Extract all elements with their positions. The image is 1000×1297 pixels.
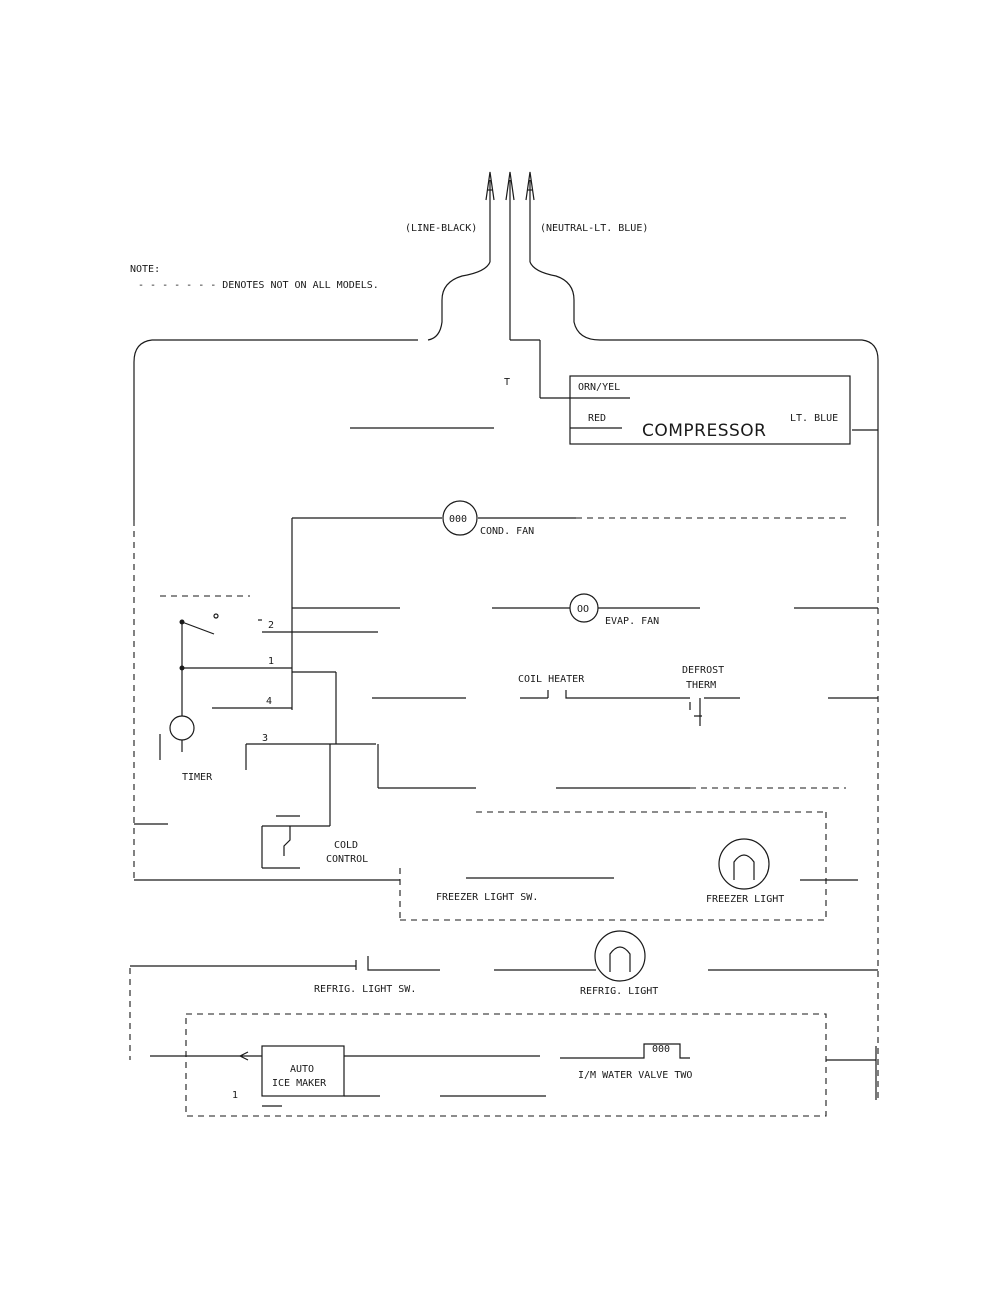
evap-fan-label: EVAP. FAN: [605, 616, 659, 627]
freezer-light-bulb: [718, 838, 770, 890]
ice-maker-box: [261, 1045, 345, 1097]
ice-maker-terminal-1: 1: [232, 1090, 238, 1101]
cold-label: COLD: [334, 840, 358, 851]
line-label: (LINE-BLACK): [405, 223, 477, 234]
evap-fan-symbol: [569, 593, 599, 623]
control-label: CONTROL: [326, 854, 368, 865]
wire-orn-yel-label: ORN/YEL: [578, 382, 620, 393]
cond-fan-label: COND. FAN: [480, 526, 534, 537]
left-bus: [133, 339, 418, 520]
evap-fan-symbol-text: OO: [577, 604, 589, 615]
power-plug: [485, 171, 535, 340]
defrost-therm-symbol: [672, 697, 702, 726]
defrost-timer: [159, 518, 846, 789]
compressor-label: COMPRESSOR: [642, 421, 767, 441]
wire-lt-blue-label: LT. BLUE: [790, 413, 838, 424]
water-valve-symbol: [560, 1043, 690, 1059]
note-title: NOTE:: [130, 264, 160, 275]
timer-terminal-1: 1: [268, 656, 274, 667]
note-text: - - - - - - - DENOTES NOT ON ALL MODELS.: [138, 280, 379, 291]
ice-maker-optional-outline: [185, 1013, 827, 1117]
compressor-box: [350, 339, 851, 445]
water-valve-symbol-text: 000: [652, 1044, 670, 1055]
wire-red-label: RED: [588, 413, 606, 424]
freezer-light-label: FREEZER LIGHT: [706, 894, 784, 905]
water-valve-label: I/M WATER VALVE TWO: [578, 1070, 692, 1081]
ice-maker-label: ICE MAKER: [272, 1078, 327, 1089]
neutral-label: (NEUTRAL-LT. BLUE): [540, 223, 648, 234]
coil-heater-label: COIL HEATER: [518, 674, 585, 685]
cond-fan-symbol-text: 000: [449, 514, 467, 525]
line-wire: [427, 261, 491, 341]
freezer-light-sw-label: FREEZER LIGHT SW.: [436, 892, 538, 903]
timer-terminal-2: 2: [268, 620, 274, 631]
ground-label: T: [504, 377, 510, 388]
refrig-light-sw-label: REFRIG. LIGHT SW.: [314, 984, 416, 995]
defrost-label: DEFROST: [682, 665, 724, 676]
neutral-wire: [529, 261, 879, 430]
refrig-light-label: REFRIG. LIGHT: [580, 986, 658, 997]
timer-label: TIMER: [182, 772, 213, 783]
therm-label: THERM: [686, 680, 716, 691]
timer-terminal-3: 3: [262, 733, 268, 744]
refrig-light-sw-symbol: [320, 956, 440, 971]
coil-heater-symbol: [520, 690, 586, 699]
cond-fan-symbol: [442, 500, 478, 536]
refrig-light-bulb: [594, 930, 646, 982]
auto-label: AUTO: [290, 1064, 314, 1075]
cold-control: [261, 744, 331, 869]
timer-terminal-4: 4: [266, 696, 272, 707]
